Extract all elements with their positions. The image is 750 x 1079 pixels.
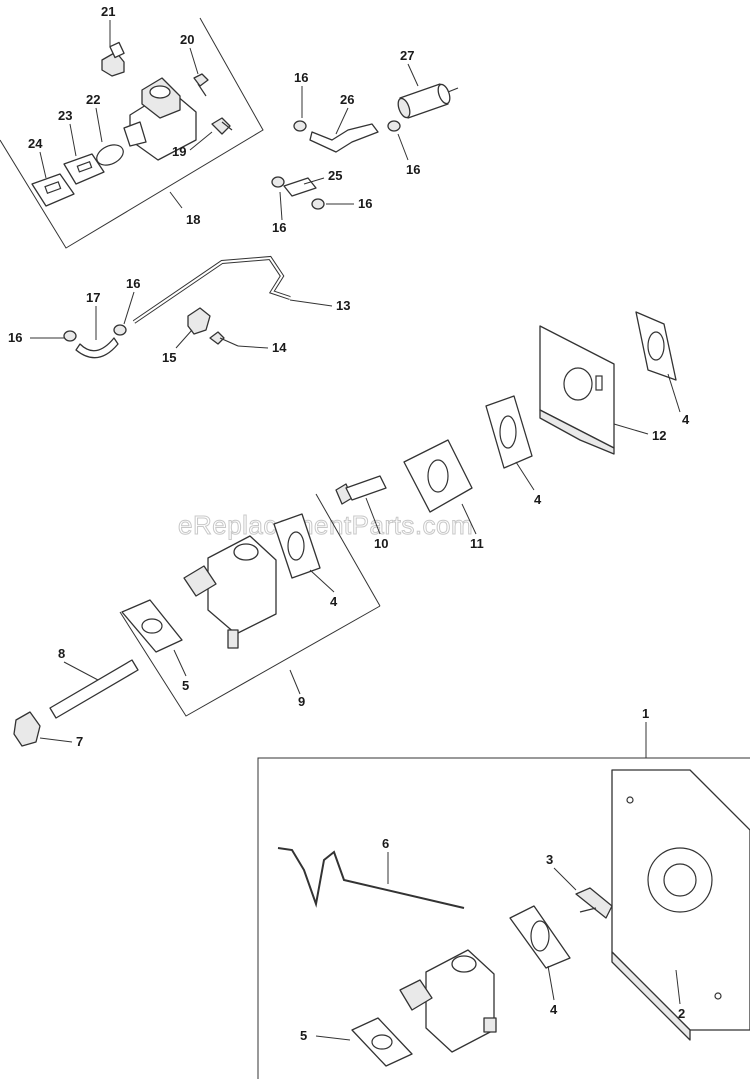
callout-22: 22 bbox=[86, 92, 100, 107]
carburetor-group-frame bbox=[119, 605, 381, 717]
kit-group-frame bbox=[257, 757, 750, 1079]
callout-4-c: 4 bbox=[330, 594, 338, 609]
callout-4-b: 4 bbox=[534, 492, 542, 507]
part-25-fuel-hose-short[interactable] bbox=[283, 177, 317, 197]
carburetor-kit-frame-right bbox=[315, 493, 381, 607]
watermark: eReplacementParts.com bbox=[178, 510, 473, 540]
part-24-gasket-plate[interactable] bbox=[31, 173, 75, 207]
carburetor[interactable] bbox=[183, 535, 277, 649]
part-16-clamps-upper[interactable] bbox=[271, 120, 401, 210]
callout-16-b: 16 bbox=[406, 162, 420, 177]
callout-12: 12 bbox=[652, 428, 666, 443]
callout-6: 6 bbox=[382, 836, 389, 851]
part-3-bracket[interactable] bbox=[575, 887, 613, 919]
callout-16-f: 16 bbox=[8, 330, 22, 345]
part-8-stud[interactable] bbox=[49, 659, 139, 719]
callout-24: 24 bbox=[28, 136, 43, 151]
part-22-diaphragm[interactable] bbox=[94, 141, 127, 169]
callout-14: 14 bbox=[272, 340, 287, 355]
part-11-spacer[interactable] bbox=[403, 439, 473, 513]
part-13-fuel-pipe[interactable] bbox=[132, 255, 291, 324]
callout-2: 2 bbox=[678, 1006, 685, 1021]
carburetor-lower[interactable] bbox=[399, 949, 497, 1053]
part-4-gasket-carb[interactable] bbox=[273, 513, 321, 579]
part-4-gasket-right[interactable] bbox=[635, 311, 677, 381]
callout-16-a: 16 bbox=[294, 70, 308, 85]
part-23-gasket[interactable] bbox=[63, 153, 105, 185]
callout-16-e: 16 bbox=[126, 276, 140, 291]
part-5-gasket-lower[interactable] bbox=[351, 1017, 413, 1067]
callout-27: 27 bbox=[400, 48, 414, 63]
callout-16-c: 16 bbox=[358, 196, 372, 211]
callout-5-a: 5 bbox=[182, 678, 189, 693]
callout-1: 1 bbox=[642, 706, 649, 721]
callout-8: 8 bbox=[58, 646, 65, 661]
callout-17: 17 bbox=[86, 290, 100, 305]
callout-20: 20 bbox=[180, 32, 194, 47]
leader-lines bbox=[30, 20, 681, 1041]
part-15-clip[interactable] bbox=[187, 307, 211, 335]
callout-15: 15 bbox=[162, 350, 176, 365]
fuel-pump-group-frame bbox=[0, 17, 264, 249]
callout-5-b: 5 bbox=[300, 1028, 307, 1043]
callout-11: 11 bbox=[470, 536, 484, 551]
part-10-bolt[interactable] bbox=[335, 475, 387, 505]
callout-4-a: 4 bbox=[682, 412, 690, 427]
part-21-elbow-fitting[interactable] bbox=[101, 41, 125, 77]
part-5-gasket-upper[interactable] bbox=[121, 599, 183, 653]
part-6-throttle-link[interactable] bbox=[277, 847, 465, 909]
part-19-fitting[interactable] bbox=[211, 117, 233, 135]
part-4-gasket-lower[interactable] bbox=[509, 905, 571, 969]
part-27-fuel-filter[interactable] bbox=[396, 83, 459, 119]
callout-18: 18 bbox=[186, 212, 200, 227]
part-14-screw[interactable] bbox=[209, 331, 239, 347]
part-17-hose[interactable] bbox=[75, 337, 119, 359]
callout-3: 3 bbox=[546, 852, 553, 867]
callout-23: 23 bbox=[58, 108, 72, 123]
callout-13: 13 bbox=[336, 298, 350, 313]
callout-26: 26 bbox=[340, 92, 354, 107]
callout-16-d: 16 bbox=[272, 220, 286, 235]
part-2-air-cleaner-base[interactable] bbox=[611, 769, 750, 1041]
callout-9: 9 bbox=[298, 694, 305, 709]
callout-labels: 21 20 22 23 24 19 18 16 26 27 16 25 16 1… bbox=[8, 4, 690, 1043]
fuel-pump-body[interactable] bbox=[123, 77, 197, 161]
part-4-gasket-mid[interactable] bbox=[485, 395, 533, 469]
part-12-heat-shield[interactable] bbox=[539, 325, 615, 455]
part-7-nut[interactable] bbox=[13, 711, 41, 747]
part-26-fuel-hose[interactable] bbox=[309, 123, 379, 153]
callout-19: 19 bbox=[172, 144, 186, 159]
part-20-screw[interactable] bbox=[193, 73, 209, 97]
callout-4-d: 4 bbox=[550, 1002, 558, 1017]
callout-25: 25 bbox=[328, 168, 342, 183]
part-16-clamps-lower[interactable] bbox=[63, 324, 127, 342]
callout-21: 21 bbox=[101, 4, 115, 19]
callout-10: 10 bbox=[374, 536, 388, 551]
callout-7: 7 bbox=[76, 734, 83, 749]
